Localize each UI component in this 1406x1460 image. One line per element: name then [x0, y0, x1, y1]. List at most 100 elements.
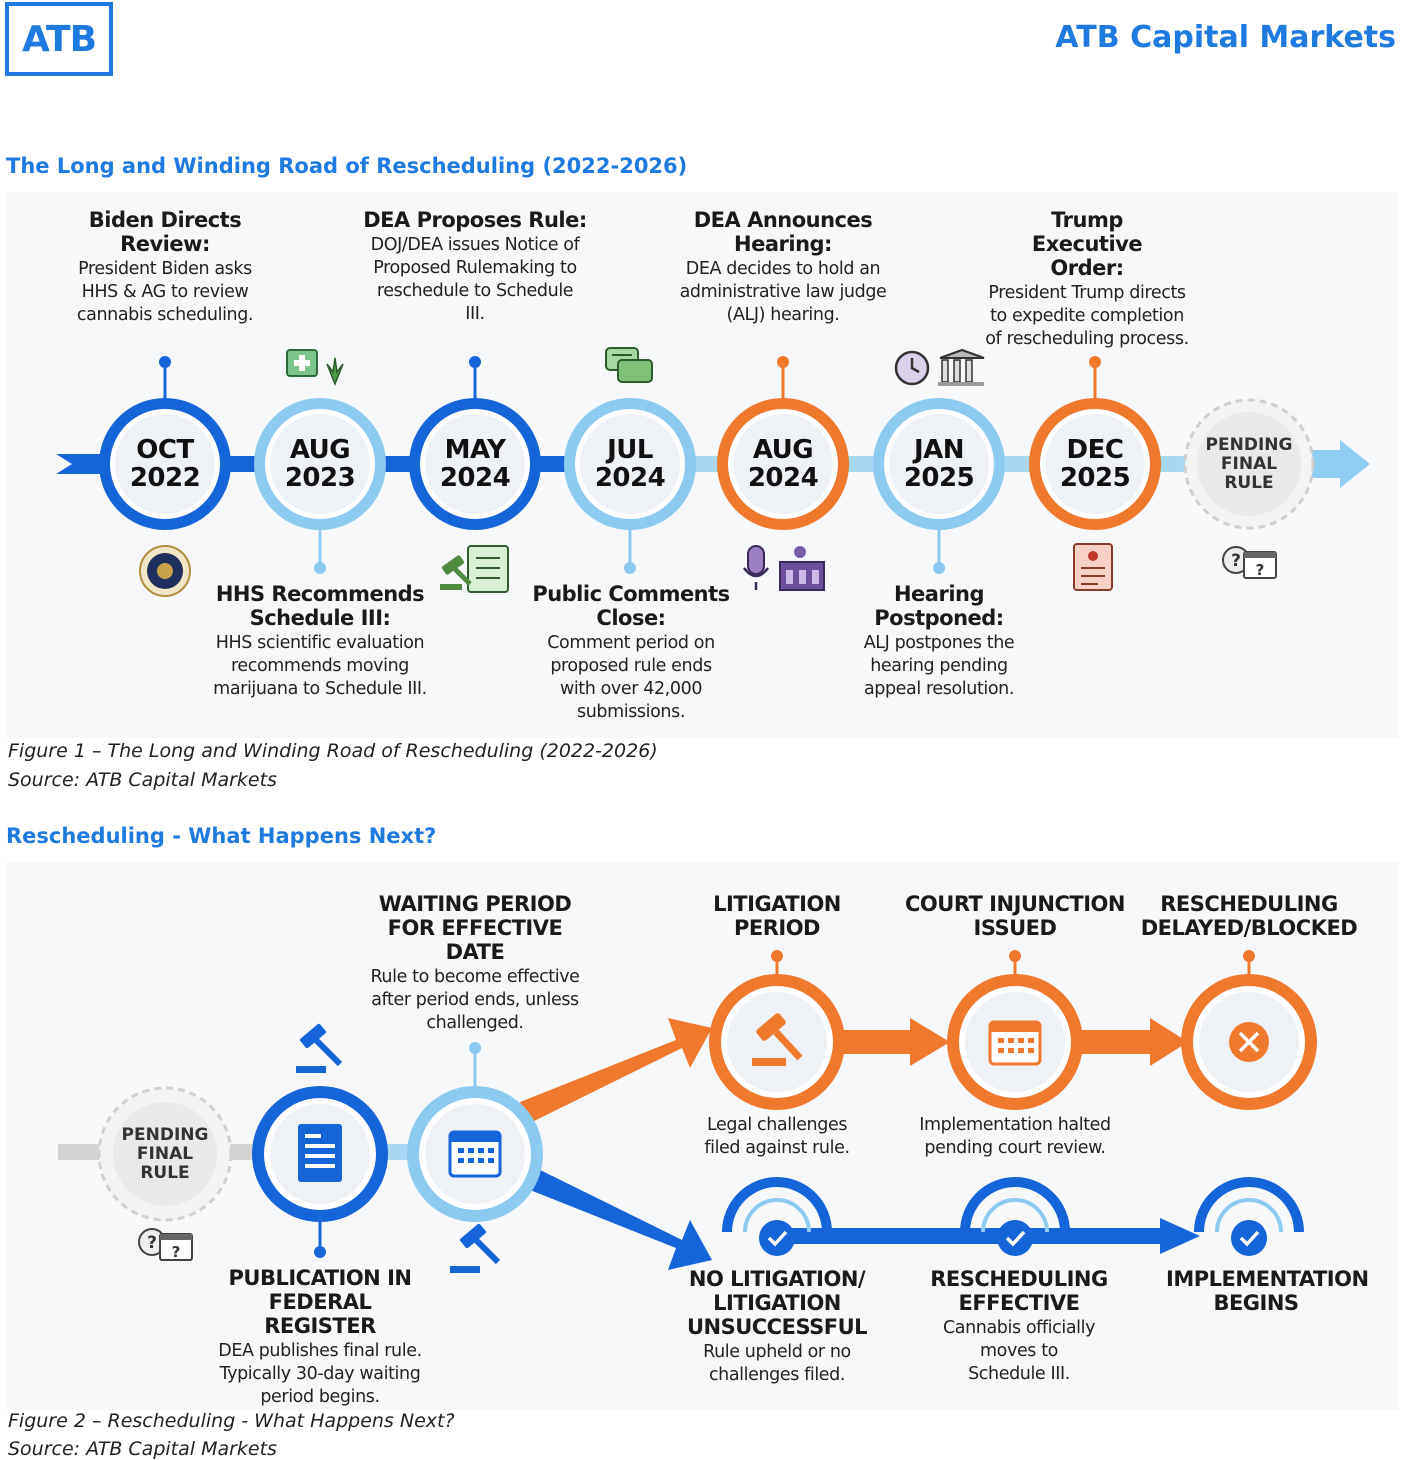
svg-text:?: ? — [1256, 561, 1265, 579]
step-desc: DEA publishes final rule. Typically 30-d… — [218, 1341, 422, 1407]
event-desc: ALJ postpones the hearing pending appeal… — [863, 633, 1015, 699]
atb-logo: ATB — [5, 2, 113, 76]
step-desc: Cannabis officially moves to Schedule II… — [942, 1318, 1096, 1384]
event-desc: HHS scientific evaluation recommends mov… — [213, 633, 427, 699]
node-month: OCT — [136, 435, 194, 465]
step-title: NO LITIGATION/ LITIGATION UNSUCCESSFUL — [686, 1267, 868, 1339]
pending-line: FINAL — [136, 1143, 194, 1164]
timeline-svg: ? ? — [56, 347, 1370, 597]
node-year: 2024 — [594, 463, 666, 493]
event-title: Trump Executive Order: — [1031, 208, 1143, 280]
node-ring-dec-2025 — [1029, 398, 1161, 530]
figure2-panel — [6, 862, 1398, 1410]
check-circle-icon — [1231, 1220, 1267, 1256]
event-title: Public Comments Close: — [532, 582, 730, 630]
event-title: HHS Recommends Schedule III: — [215, 582, 425, 630]
arrow-to-blocked — [1078, 1018, 1188, 1066]
pending-line: RULE — [140, 1162, 190, 1183]
comments-icon — [605, 347, 653, 383]
flow-node-waiting — [407, 1086, 543, 1222]
figure1-source: Source: ATB Capital Markets — [8, 769, 277, 791]
check-circle-icon — [997, 1220, 1033, 1256]
node-year: 2025 — [903, 463, 975, 493]
arrow-to-implementation — [1160, 1218, 1200, 1254]
executive-order-icon — [1073, 543, 1113, 591]
check-circle-icon — [759, 1220, 795, 1256]
step-court-injunction: COURT INJUNCTION ISSUED — [885, 892, 1145, 940]
connector-dec-2025 — [1089, 356, 1101, 402]
step-injunction-desc: Implementation halted pending court revi… — [895, 1112, 1135, 1160]
step-title: LITIGATION PERIOD — [713, 892, 841, 940]
step-litigation-desc: Legal challenges filed against rule. — [657, 1112, 897, 1160]
step-implementation-begins: IMPLEMENTATION BEGINS — [1136, 1267, 1376, 1315]
brand-name: ATB Capital Markets — [1055, 20, 1396, 55]
event-hhs-recommends: HHS Recommends Schedule III:HHS scientif… — [200, 582, 440, 701]
clock-courthouse-icon — [894, 348, 985, 386]
node-year: 2022 — [129, 463, 201, 493]
timeline-arrow — [1300, 440, 1370, 488]
step-title: PUBLICATION IN FEDERAL REGISTER — [228, 1266, 412, 1338]
svg-text:?: ? — [147, 1233, 157, 1253]
event-desc: DOJ/DEA issues Notice of Proposed Rulema… — [370, 235, 580, 324]
presidential-seal-icon — [139, 545, 191, 597]
flow-node-injunction — [947, 974, 1083, 1110]
node-year: 2024 — [439, 463, 511, 493]
step-desc: Legal challenges filed against rule. — [704, 1115, 850, 1158]
node-year: 2025 — [1059, 463, 1131, 493]
node-ring-jul-2024 — [564, 398, 696, 530]
event-title: Hearing Postponed: — [874, 582, 1004, 630]
event-public-comments-close: Public Comments Close:Comment period on … — [511, 582, 751, 724]
svg-text:?: ? — [1231, 551, 1241, 571]
node-ring-jan-2025 — [873, 398, 1005, 530]
question-calendar-icon: ? ? — [1222, 546, 1277, 579]
event-hearing-postponed: Hearing Postponed:ALJ postpones the hear… — [819, 582, 1059, 701]
flow-node-publication — [252, 1086, 388, 1222]
node-year: 2024 — [747, 463, 819, 493]
flow-node-blocked — [1181, 974, 1317, 1110]
microphone-hearing-icon — [743, 545, 825, 591]
litigation-branch-arrow — [520, 1018, 712, 1124]
connector-may-2024 — [469, 356, 481, 402]
pending-line: PENDING — [1205, 434, 1293, 455]
event-dea-announces-hearing: DEA Announces Hearing:DEA decides to hol… — [663, 208, 903, 327]
node-ring-aug-2024 — [717, 398, 849, 530]
node-month: AUG — [289, 435, 351, 465]
connector-waiting — [469, 1042, 481, 1088]
flow-node-effective — [960, 1177, 1070, 1256]
event-title: Biden Directs Review: — [88, 208, 242, 256]
node-month: AUG — [752, 435, 814, 465]
flow-node-implementation — [1194, 1177, 1304, 1256]
gavel-icon — [450, 1223, 501, 1273]
flow-node-no-litigation — [722, 1177, 832, 1256]
step-litigation-period: LITIGATION PERIOD — [657, 892, 897, 940]
step-title: RESCHEDULING DELAYED/BLOCKED — [1140, 892, 1358, 940]
logo-text: ATB — [21, 18, 97, 60]
event-desc: President Trump directs to expedite comp… — [985, 283, 1189, 349]
step-rescheduling-blocked: RESCHEDULING DELAYED/BLOCKED — [1129, 892, 1369, 940]
flow-node-litigation — [709, 974, 845, 1110]
step-desc: Rule to become effective after period en… — [370, 967, 580, 1033]
pending-line: PENDING — [121, 1124, 209, 1145]
flow-node-pending — [97, 1086, 233, 1222]
connector-oct-2022 — [159, 356, 171, 402]
pending-line: RULE — [1224, 472, 1274, 493]
flow-svg: ? ? — [58, 950, 1317, 1273]
event-biden-directs-review: Biden Directs Review:President Biden ask… — [45, 208, 285, 327]
node-year: 2023 — [284, 463, 356, 493]
step-title: WAITING PERIOD FOR EFFECTIVE DATE — [378, 892, 572, 964]
connector-aug-2024 — [777, 356, 789, 402]
event-desc: President Biden asks HHS & AG to review … — [76, 259, 254, 325]
step-title: IMPLEMENTATION BEGINS — [1166, 1267, 1369, 1315]
figure2-title: Rescheduling - What Happens Next? — [6, 824, 437, 848]
step-title: COURT INJUNCTION ISSUED — [905, 892, 1126, 940]
gavel-icon — [752, 1013, 803, 1066]
event-title: DEA Announces Hearing: — [693, 208, 873, 256]
